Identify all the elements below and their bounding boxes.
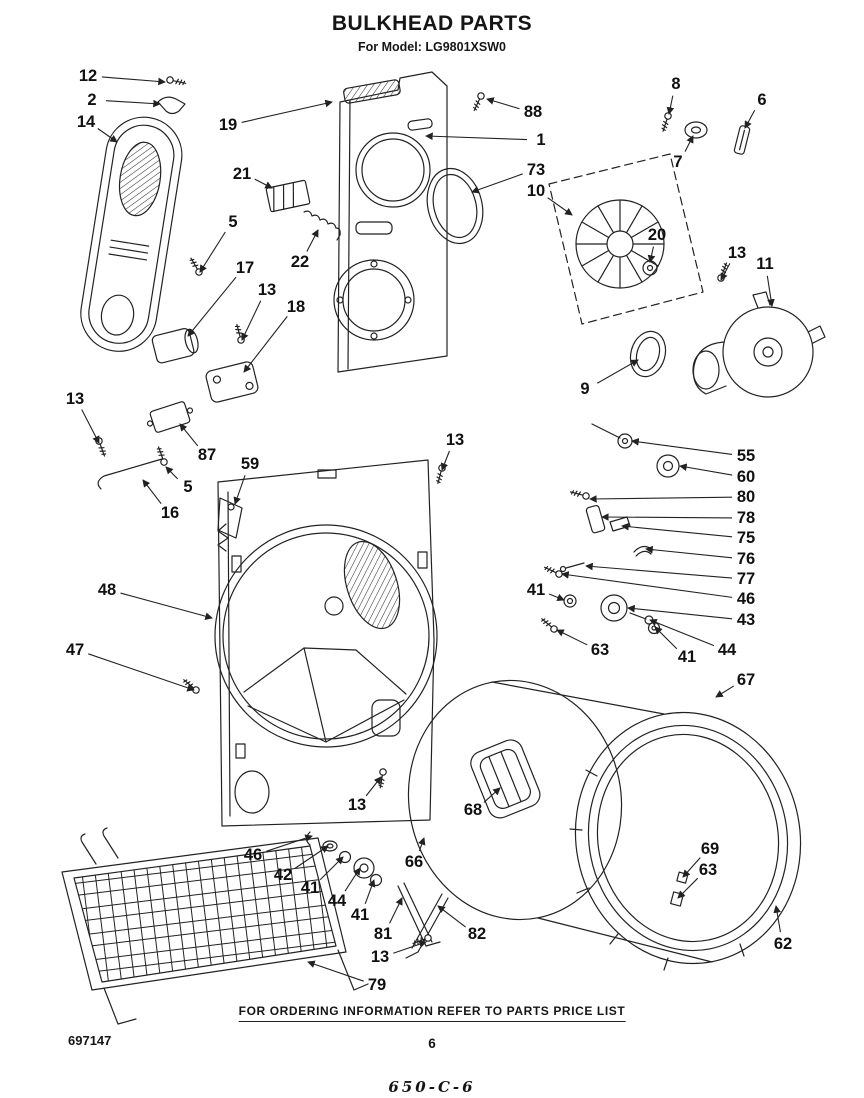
drying-rack bbox=[61, 827, 369, 1025]
screw-5b-icon bbox=[154, 445, 169, 467]
drum-roller-cluster bbox=[539, 594, 661, 635]
ordering-note: FOR ORDERING INFORMATION REFER TO PARTS … bbox=[238, 1004, 626, 1022]
screw-47-icon bbox=[181, 676, 202, 696]
screw-88-icon bbox=[470, 91, 486, 113]
hub-20 bbox=[642, 260, 658, 276]
heater-box-outline-10 bbox=[548, 153, 704, 325]
control-rod bbox=[97, 458, 163, 490]
thermostat-17 bbox=[151, 328, 199, 364]
clip-2 bbox=[157, 96, 186, 115]
switch-87 bbox=[146, 401, 194, 433]
screw-8-icon bbox=[659, 111, 673, 133]
screw-13a-icon bbox=[233, 323, 246, 345]
screw-12-icon bbox=[165, 75, 187, 88]
duct-seal-73 bbox=[426, 167, 484, 245]
rear-bulkhead-panel bbox=[333, 71, 448, 373]
model-line: For Model: LG9801XSW0 bbox=[358, 40, 506, 54]
page-title: BULKHEAD PARTS bbox=[331, 12, 533, 35]
screw-5a-icon bbox=[187, 255, 204, 277]
front-bulkhead-panel bbox=[214, 459, 438, 827]
clip-6 bbox=[733, 125, 751, 155]
lint-duct bbox=[80, 116, 183, 352]
drum bbox=[407, 679, 802, 971]
washer-7 bbox=[684, 121, 708, 139]
doc-number: 697147 bbox=[68, 1033, 112, 1048]
screw-13-duct-icon bbox=[94, 436, 109, 458]
screw-13e-icon bbox=[376, 767, 388, 789]
terminal-block-21 bbox=[265, 179, 311, 213]
thermostat-18 bbox=[205, 361, 259, 403]
page-number: 6 bbox=[428, 1036, 436, 1051]
blower-wheel bbox=[575, 199, 665, 289]
screw-13d-icon bbox=[434, 463, 447, 485]
screw-13b-icon bbox=[716, 261, 731, 283]
wire-harness-22 bbox=[303, 210, 341, 241]
idler-bracket-59 bbox=[217, 497, 243, 552]
idler-55-60 bbox=[591, 423, 680, 478]
leader-lines bbox=[81, 76, 782, 982]
blower-housing-11 bbox=[692, 291, 826, 398]
plate-code: 650-C-6 bbox=[388, 1078, 476, 1096]
clamp-ring-9 bbox=[629, 330, 667, 378]
bulkhead-hardware bbox=[542, 488, 654, 579]
